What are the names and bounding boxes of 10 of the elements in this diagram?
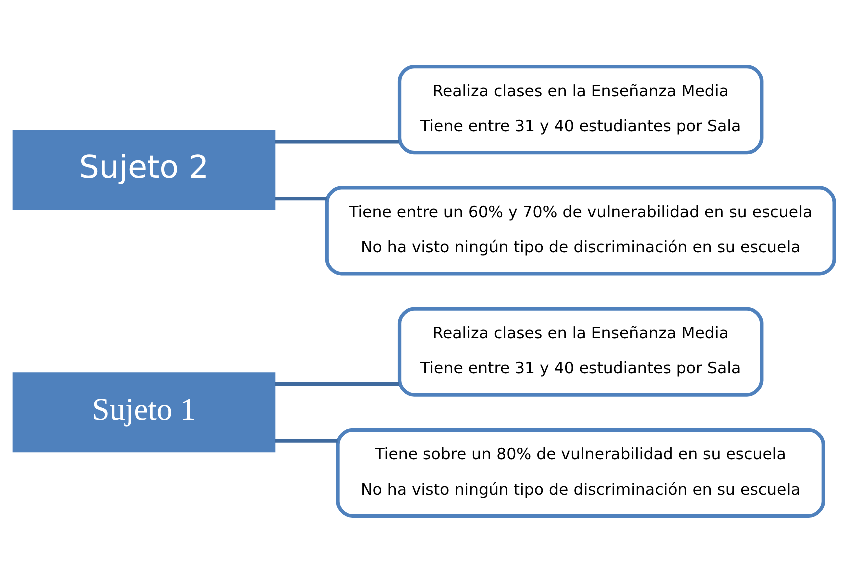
connector — [275, 140, 400, 144]
connector — [275, 438, 338, 442]
node-box: Sujeto 1 — [12, 372, 276, 452]
node-box: Realiza clases en la Enseñanza Media Tiene entre 31 y 40 estudiantes por Sala — [398, 64, 764, 154]
connector — [275, 196, 327, 200]
node-box: Tiene sobre un 80% de vulnerabilidad en su escuela No ha visto ningún tipo de discriminación en su escuela — [336, 428, 826, 518]
node-box: Sujeto 2 — [12, 130, 276, 210]
node-box: Realiza clases en la Enseñanza Media Tiene entre 31 y 40 estudiantes por Sala — [398, 306, 764, 396]
connector — [275, 382, 400, 386]
node-box: Tiene entre un 60% y 70% de vulnerabilidad en su escuela No ha visto ningún tipo de discriminación en su escuela — [325, 186, 836, 276]
